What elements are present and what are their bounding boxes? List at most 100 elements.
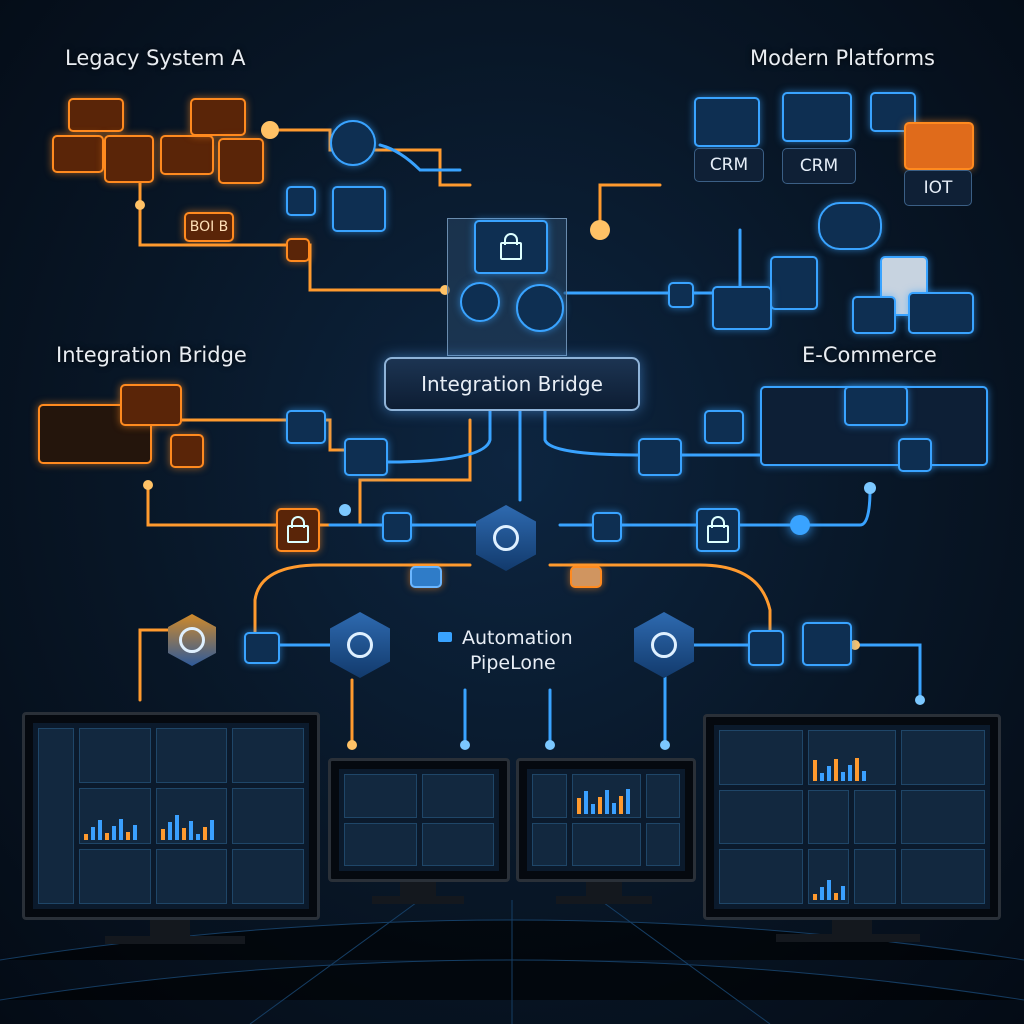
data-packet-icon [570, 566, 602, 588]
monitor-stand [150, 920, 190, 940]
ecommerce-heading: E-Commerce [802, 343, 937, 367]
node-icon [592, 512, 622, 542]
user-icon [170, 434, 204, 468]
chart-panel [155, 728, 228, 784]
pipeline-label-line2: PipeLone [470, 652, 556, 674]
monitor-base [372, 896, 464, 904]
mini-bar [819, 887, 824, 900]
mini-bar [833, 893, 838, 900]
gauge-panel [645, 774, 680, 818]
cloud-icon [818, 202, 882, 250]
modern-wire [358, 408, 492, 464]
modern-wire [848, 643, 922, 702]
lock-icon [870, 92, 916, 132]
lock-icon [474, 220, 548, 274]
modern-wire [543, 408, 642, 457]
monitor-icon [120, 384, 182, 426]
legacy-server-icon [104, 135, 154, 183]
chart-panel [421, 822, 494, 866]
dashboard-right[interactable] [703, 714, 1001, 920]
legacy-tag: BOI B [184, 212, 234, 242]
mini-bar [826, 765, 831, 781]
lock-icon [668, 282, 694, 308]
modern-wire [378, 143, 462, 172]
donut-panel [854, 849, 897, 904]
dashboard-center-right[interactable] [516, 758, 696, 882]
bar-chart-panel [571, 774, 641, 818]
legacy-wire [598, 183, 662, 232]
legacy-window-icon [190, 98, 246, 136]
monitor-base [556, 896, 652, 904]
mini-bar [132, 824, 137, 840]
folder-icon [438, 632, 452, 642]
mini-bar [847, 764, 852, 781]
dashboard-left[interactable] [22, 712, 320, 920]
mail-icon [344, 438, 388, 476]
legacy-folder-icon [52, 135, 104, 173]
mini-bar [111, 825, 116, 840]
mini-bar [167, 821, 172, 840]
monitor-stand [832, 920, 872, 936]
mini-bar [861, 770, 866, 781]
mini-bar [174, 814, 179, 840]
donut-panel [232, 728, 304, 784]
legacy-window-icon [68, 98, 124, 132]
hex-node-icon [330, 612, 390, 678]
integration-bridge-heading: Integration Bridge [56, 343, 247, 367]
crm-tile[interactable]: CRM [782, 148, 856, 184]
gear-icon [516, 284, 564, 332]
monitor-icon [844, 386, 908, 426]
mini-bar [209, 819, 214, 840]
folder-icon [748, 630, 784, 666]
chart-panel [901, 730, 985, 785]
search-icon [460, 282, 500, 322]
chart-panel [571, 822, 641, 866]
mini-bar [590, 803, 595, 814]
iot-folder-icon [904, 122, 974, 170]
legacy-wire [548, 563, 772, 642]
dashboard-center-left[interactable] [328, 758, 510, 882]
legacy-node-icon [286, 238, 310, 262]
mini-bar [188, 820, 193, 840]
list-panel [719, 849, 803, 904]
mini-bar [604, 789, 609, 814]
area-chart-panel [232, 848, 304, 904]
sidebar-panel [38, 728, 74, 904]
hub-hex-icon [476, 505, 536, 571]
chart-panel [344, 774, 417, 818]
monitor-stand [586, 882, 622, 898]
mini-bar [576, 797, 581, 814]
monitor-base [105, 936, 245, 944]
pipeline-label-line1: Automation [462, 627, 573, 649]
server-icon [770, 256, 818, 310]
mini-bar [826, 880, 831, 900]
mini-bar [812, 894, 817, 900]
crm-tile[interactable]: CRM [694, 148, 764, 182]
legacy-wire [98, 418, 352, 452]
modern-platforms-heading: Modern Platforms [750, 46, 935, 70]
monitor-icon [704, 410, 744, 444]
iot-tile[interactable]: IOT [904, 170, 972, 206]
mini-bar [597, 796, 602, 814]
mini-bar [625, 788, 630, 814]
chart-panel [645, 822, 680, 866]
mini-bar [97, 819, 102, 840]
mini-bar [104, 832, 109, 840]
mini-bar [195, 833, 200, 840]
mini-bar [618, 795, 623, 814]
gauge-panel [807, 789, 850, 845]
mini-bar [812, 759, 817, 781]
cart-icon [898, 438, 932, 472]
mini-bar [125, 831, 130, 840]
bar-chart-panel [78, 788, 151, 844]
bar-chart-panel [155, 788, 228, 844]
line-chart-panel [901, 789, 985, 845]
chart-panel [421, 774, 494, 818]
list-panel [344, 822, 417, 866]
hex-node-icon [634, 612, 694, 678]
crm-window-icon [782, 92, 852, 142]
legacy-system-heading: Legacy System A [65, 46, 246, 70]
integration-bridge-button[interactable]: Integration Bridge [384, 357, 640, 411]
mini-bar [840, 771, 845, 781]
list-panel [532, 822, 567, 866]
